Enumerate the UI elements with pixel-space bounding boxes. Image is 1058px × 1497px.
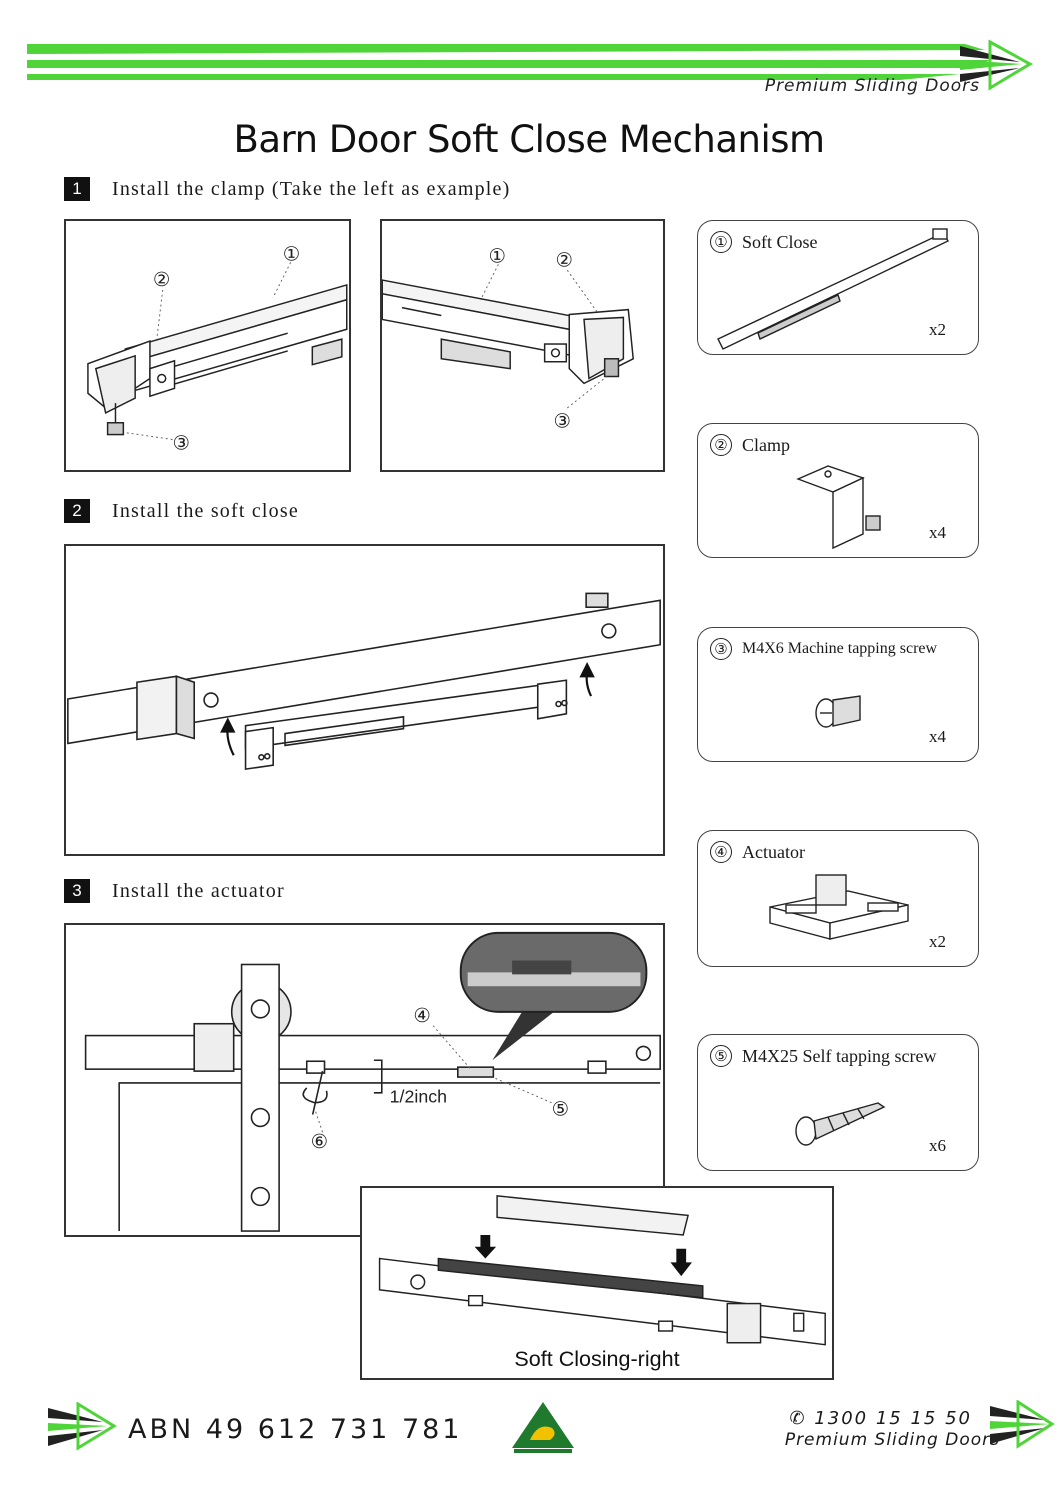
logo-chevron-icon — [960, 39, 1034, 91]
step-number: 1 — [64, 177, 90, 201]
part-name: M4X25 Self tapping screw — [742, 1045, 937, 1066]
part-name: Soft Close — [742, 231, 818, 252]
part-qty: x4 — [929, 523, 946, 542]
part-card-machine-screw: ③ M4X6 Machine tapping screw x4 — [697, 627, 979, 762]
part-number: ① — [710, 231, 732, 253]
machine-screw-icon — [815, 695, 861, 728]
step-3-heading: 3 Install the actuator — [64, 878, 285, 904]
callout-1: ① — [283, 243, 301, 265]
clamp-left-illustration: ① ② ③ — [64, 219, 351, 472]
header-brand: Premium Sliding Doors — [764, 76, 980, 96]
step-1-heading: 1 Install the clamp (Take the left as ex… — [64, 176, 510, 202]
part-qty: x2 — [929, 932, 946, 951]
footer-logo-icon — [48, 1402, 117, 1451]
part-qty: x6 — [929, 1136, 946, 1155]
callout-1: ① — [489, 245, 507, 267]
clamp-right-illustration: ① ② ③ — [380, 219, 665, 472]
step-2-heading: 2 Install the soft close — [64, 498, 299, 524]
part-name: M4X6 Machine tapping screw — [742, 640, 938, 657]
part-name: Actuator — [742, 841, 805, 862]
soft-close-rail-icon — [717, 228, 950, 350]
actuator-plate-icon — [769, 874, 909, 940]
measurement-label: 1/2inch — [390, 1087, 447, 1107]
step-text: Install the actuator — [112, 879, 285, 902]
footer-abn: ABN 49 612 731 781 — [128, 1414, 463, 1445]
australian-made-logo-icon — [512, 1402, 574, 1453]
callout-2: ② — [153, 269, 171, 291]
footer-chevron-icon — [990, 1400, 1055, 1449]
soft-closing-right-inset: Soft Closing-right — [360, 1186, 834, 1380]
step-text: Install the soft close — [112, 499, 299, 522]
callout-5: ⑤ — [552, 1099, 570, 1121]
page-title: Barn Door Soft Close Mechanism — [233, 118, 825, 161]
zoom-callout — [459, 931, 648, 1061]
soft-close-install-illustration — [64, 544, 665, 856]
part-name: Clamp — [742, 434, 790, 455]
callout-2: ② — [555, 249, 573, 271]
part-card-self-tapping-screw: ⑤ M4X25 Self tapping screw x6 — [697, 1034, 979, 1171]
inset-caption: Soft Closing-right — [514, 1347, 679, 1371]
part-card-soft-close: ① Soft Close x2 — [697, 220, 979, 355]
footer-phone: ✆ 1300 15 15 50 — [789, 1408, 972, 1429]
part-number: ⑤ — [710, 1045, 732, 1067]
clamp-bracket-icon — [796, 465, 881, 550]
header-stripes — [27, 39, 1034, 91]
part-number: ③ — [710, 638, 732, 660]
part-number: ④ — [710, 841, 732, 863]
self-tapping-screw-icon — [795, 1102, 886, 1146]
part-card-actuator: ④ Actuator x2 — [697, 830, 979, 967]
step-text: Install the clamp (Take the left as exam… — [112, 177, 511, 200]
part-number: ② — [710, 434, 732, 456]
step-number: 2 — [64, 499, 90, 523]
callout-3: ③ — [173, 432, 191, 454]
part-qty: x2 — [929, 320, 946, 339]
footer-brand: Premium Sliding Doors — [784, 1430, 1000, 1450]
actuator-install-illustration: ④ ⑤ ⑥ 1/2inch — [64, 923, 665, 1237]
callout-3: ③ — [554, 411, 572, 433]
step-number: 3 — [64, 879, 90, 903]
callout-4: ④ — [413, 1005, 431, 1027]
part-card-clamp: ② Clamp x4 — [697, 423, 979, 558]
callout-6: ⑥ — [311, 1131, 329, 1153]
part-qty: x4 — [929, 727, 946, 746]
